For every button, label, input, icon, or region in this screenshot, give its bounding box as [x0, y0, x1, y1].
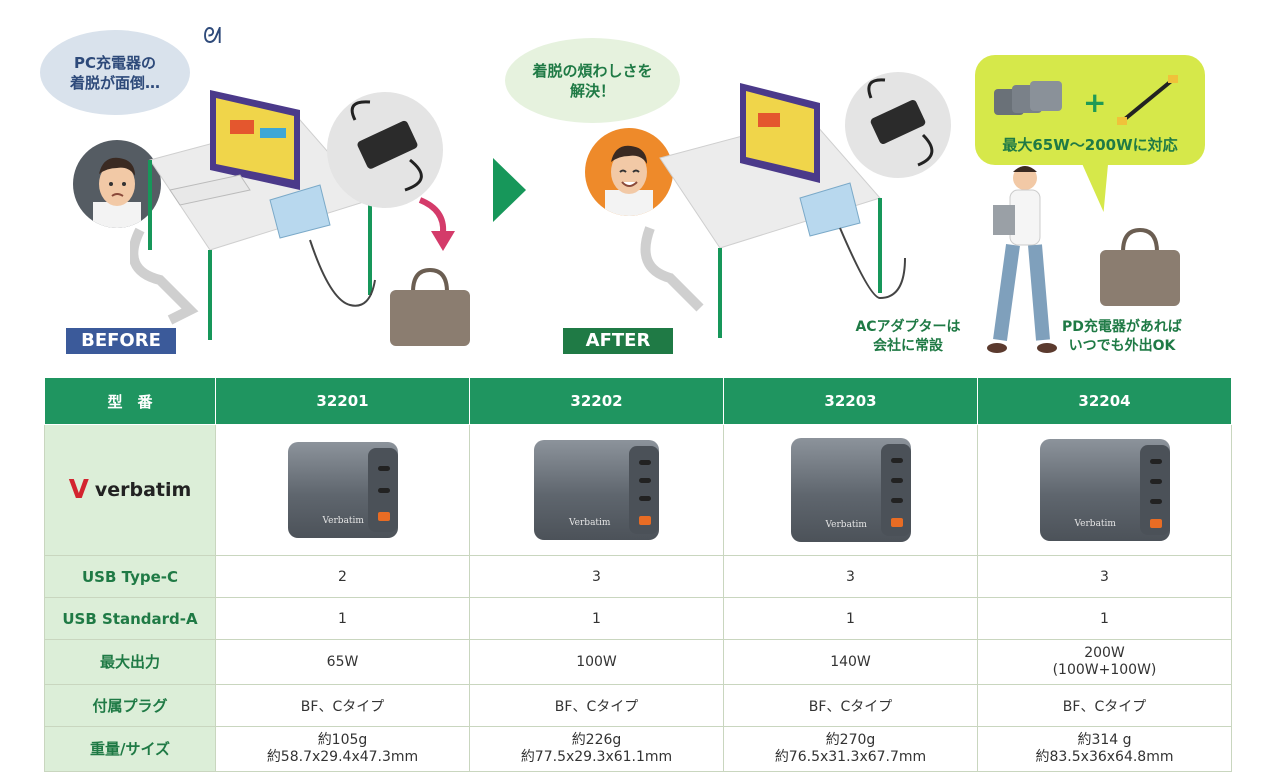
model-32203: 32203	[723, 377, 978, 425]
before-speech-bubble: PC充電器の着脱が面倒…	[40, 30, 190, 115]
callout-tail	[1080, 160, 1118, 212]
next-arrow-icon	[493, 158, 526, 222]
ac-adapter-note: ACアダプターは会社に常設	[855, 319, 961, 354]
model-32202: 32202	[469, 377, 724, 425]
plus-icon: +	[1083, 86, 1107, 119]
usb-cable-icon	[1117, 75, 1178, 125]
down-arrow-icon	[418, 197, 455, 251]
model-header: 型 番	[44, 377, 216, 425]
model-32204: 32204	[977, 377, 1232, 425]
ac-adapter-after	[845, 72, 951, 178]
before-label: BEFORE	[66, 328, 176, 354]
power-callout	[975, 55, 1205, 165]
ac-adapter-before	[327, 92, 443, 208]
bag-icon-before	[390, 267, 470, 346]
power-range-text: 最大65W〜200Wに対応	[1002, 136, 1178, 154]
verbatim-v-icon: V	[68, 474, 89, 505]
before-desk-illustration	[130, 90, 376, 340]
worried-man-avatar	[73, 140, 161, 228]
table-row: 重量/サイズ 約105g 約58.7x29.4x47.3mm 約226g 約77…	[44, 726, 1232, 772]
product-image-32201: Verbatim	[215, 424, 470, 556]
after-label: AFTER	[563, 328, 673, 354]
model-32201: 32201	[215, 377, 470, 425]
happy-man-avatar	[585, 128, 673, 216]
table-row: 最大出力 65W 100W 140W 200W (100W+100W)	[44, 639, 1232, 685]
pd-charger-note: PD充電器があればいつでも外出OK	[1062, 319, 1182, 354]
table-row: USB Type-C 2 3 3 3	[44, 555, 1232, 598]
after-desk-illustration	[640, 83, 906, 338]
table-row: 付属プラグ BF、Cタイプ BF、Cタイプ BF、Cタイプ BF、Cタイプ	[44, 684, 1232, 727]
product-image-32204: Verbatim	[977, 424, 1232, 556]
sweat-drop-icon: ᘛ	[203, 24, 222, 49]
table-header-row: 型 番 32201 32202 32203 32204	[44, 377, 1232, 425]
after-speech-bubble: 着脱の煩わしさを解決！	[505, 38, 680, 123]
charger-set-icon	[994, 81, 1062, 115]
walking-man-illustration	[987, 166, 1057, 353]
product-image-32203: Verbatim	[723, 424, 978, 556]
table-row: USB Standard-A 1 1 1 1	[44, 597, 1232, 640]
product-image-32202: Verbatim	[469, 424, 724, 556]
bag-icon-after	[1100, 227, 1180, 306]
